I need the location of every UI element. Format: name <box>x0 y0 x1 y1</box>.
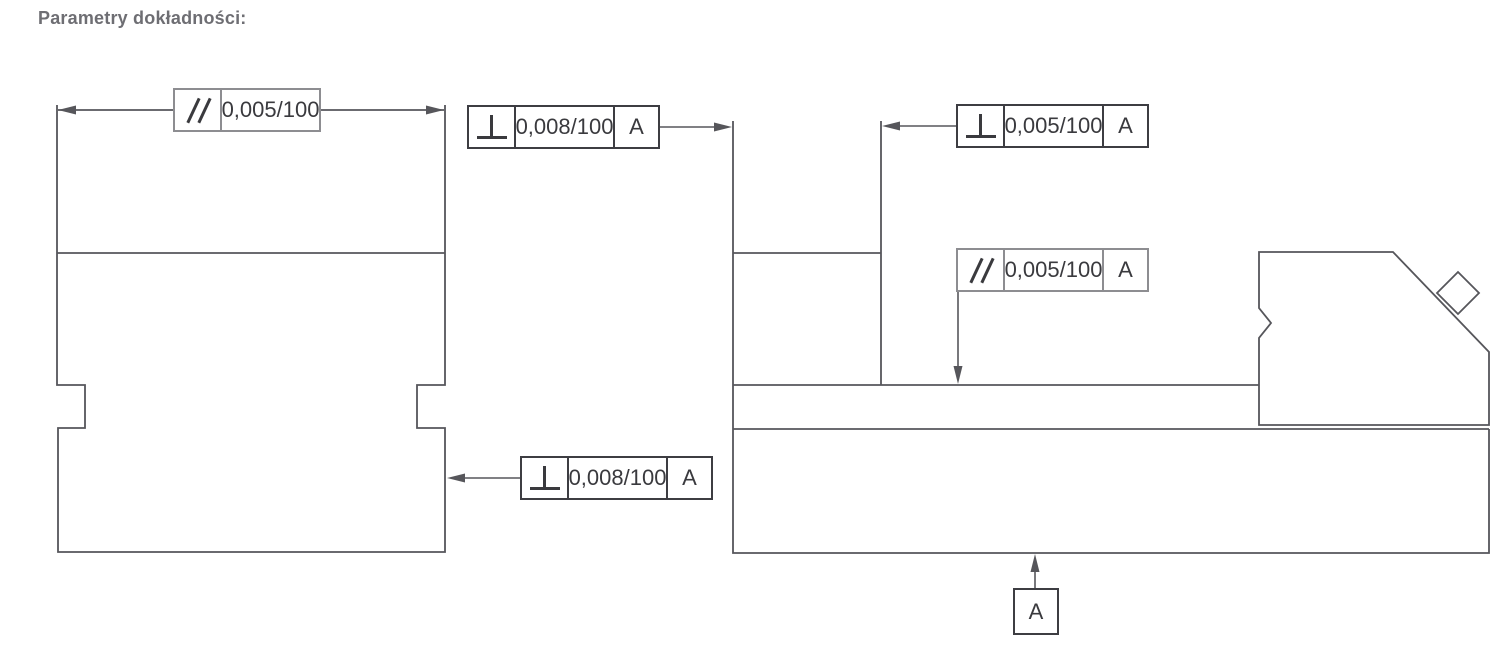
symbol-cell <box>175 90 220 130</box>
parallelism-icon <box>185 97 211 124</box>
datum-reference: A <box>666 458 711 498</box>
fcf-parallelism-left: 0,005/100 <box>173 88 321 132</box>
fcf-perpendicularity-bottom: 0,008/100 A <box>520 456 713 500</box>
datum-reference: A <box>1102 106 1147 146</box>
page-title: Parametry dokładności: <box>38 8 247 28</box>
arrow-perp-top <box>714 122 732 132</box>
symbol-cell <box>522 458 567 498</box>
arrow-parallel-right <box>953 366 963 384</box>
perpendicularity-icon <box>965 114 996 138</box>
left-shape-outline <box>56 105 446 553</box>
tailstock-outline <box>1258 251 1490 426</box>
tolerance-value: 0,005/100 <box>1003 106 1102 146</box>
perpendicularity-icon <box>476 115 507 139</box>
tolerance-value: 0,008/100 <box>514 107 613 147</box>
datum-reference: A <box>613 107 658 147</box>
arrow-perp-right <box>882 121 900 131</box>
arrow-datum <box>1030 554 1040 572</box>
parallelism-icon <box>968 257 994 284</box>
tailstock-diamond <box>1435 270 1481 316</box>
bed-outline <box>732 121 1490 554</box>
fcf-perpendicularity-right: 0,005/100 A <box>956 104 1149 148</box>
fcf-parallelism-right: 0,005/100 A <box>956 248 1149 292</box>
datum-label: A <box>1028 598 1044 624</box>
datum-reference: A <box>1102 250 1147 290</box>
tolerance-value: 0,005/100 <box>1003 250 1102 290</box>
dim-arrow-left <box>58 105 76 115</box>
fcf-perpendicularity-top: 0,008/100 A <box>467 105 660 149</box>
symbol-cell <box>958 106 1003 146</box>
symbol-cell <box>958 250 1003 290</box>
perpendicularity-icon <box>529 466 560 490</box>
dim-arrow-right <box>426 105 444 115</box>
symbol-cell <box>469 107 514 147</box>
arrow-perp-bottom <box>447 473 465 483</box>
tolerance-value: 0,008/100 <box>567 458 666 498</box>
tolerance-value: 0,005/100 <box>220 90 319 130</box>
datum-box: A <box>1013 588 1059 635</box>
